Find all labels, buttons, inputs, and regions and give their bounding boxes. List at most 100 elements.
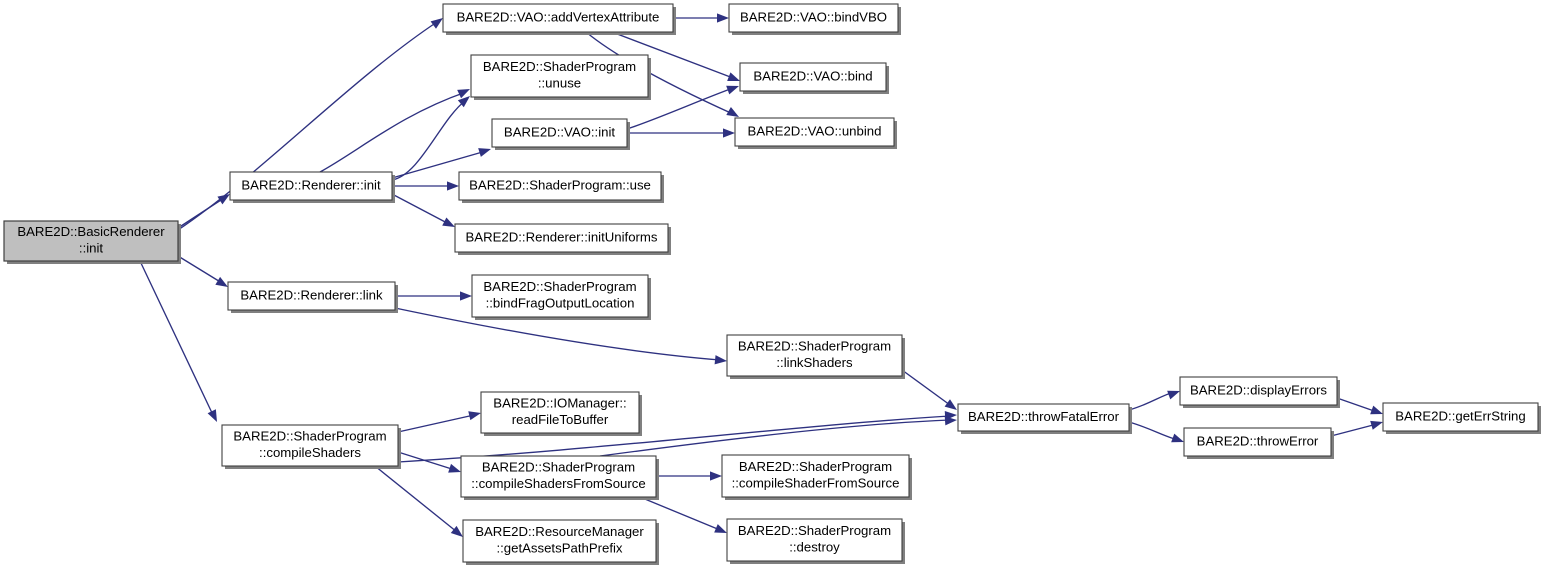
arrowhead-icon xyxy=(457,96,470,108)
call-edge xyxy=(901,369,957,410)
graph-node-bindFragOutputLocation[interactable]: BARE2D::ShaderProgram::bindFragOutputLoc… xyxy=(471,274,651,320)
arrowhead-icon xyxy=(714,355,727,365)
node-box[interactable] xyxy=(1382,402,1539,432)
node-box[interactable] xyxy=(1179,376,1338,406)
graph-node-linkShaders[interactable]: BARE2D::ShaderProgram::linkShaders xyxy=(726,334,905,379)
arrowhead-icon xyxy=(944,416,957,426)
graph-node-getErrString[interactable]: BARE2D::getErrString xyxy=(1382,402,1541,434)
arrowhead-icon xyxy=(442,217,455,227)
arrowhead-icon xyxy=(1370,405,1383,415)
edge-line xyxy=(1330,423,1378,437)
graph-node-shaderProgramUnuse[interactable]: BARE2D::ShaderProgram::unuse xyxy=(470,54,651,100)
edge-line xyxy=(901,369,951,406)
call-edge xyxy=(392,181,459,191)
arrowhead-icon xyxy=(723,128,735,138)
graph-node-basicRendererInit[interactable]: BARE2D::BasicRenderer::init xyxy=(3,220,181,264)
graph-node-vaoInit[interactable]: BARE2D::VAO::init xyxy=(491,118,630,150)
graph-node-throwError[interactable]: BARE2D::throwError xyxy=(1183,427,1334,459)
edge-line xyxy=(639,496,721,531)
graph-node-shaderProgramUse[interactable]: BARE2D::ShaderProgram::use xyxy=(458,171,664,203)
node-label: BARE2D::Renderer::init xyxy=(241,177,381,192)
node-box[interactable] xyxy=(454,223,669,253)
edge-line xyxy=(1128,421,1179,441)
graph-node-compileShadersFromSource[interactable]: BARE2D::ShaderProgram::compileShadersFro… xyxy=(460,455,659,500)
arrowhead-icon xyxy=(1370,420,1383,430)
graph-node-throwFatalError[interactable]: BARE2D::throwFatalError xyxy=(957,403,1132,434)
arrowhead-icon xyxy=(714,524,727,533)
call-edge xyxy=(139,260,217,422)
graph-node-addVertexAttribute[interactable]: BARE2D::VAO::addVertexAttribute xyxy=(442,3,676,35)
node-box[interactable] xyxy=(726,518,903,562)
call-edge xyxy=(1330,420,1383,437)
node-box[interactable] xyxy=(3,220,179,262)
graph-node-readFileToBuffer[interactable]: BARE2D::IOManager::readFileToBuffer xyxy=(480,391,642,436)
node-label: ::bindFragOutputLocation xyxy=(486,296,635,311)
node-label: BARE2D::getErrString xyxy=(1395,408,1525,423)
node-box[interactable] xyxy=(1183,427,1332,457)
call-edge xyxy=(611,31,740,81)
arrowhead-icon xyxy=(460,291,472,301)
arrowhead-icon xyxy=(468,411,481,421)
node-box[interactable] xyxy=(480,391,640,434)
call-edge xyxy=(391,193,455,227)
graph-node-rendererInitUniforms[interactable]: BARE2D::Renderer::initUniforms xyxy=(454,223,671,255)
node-box[interactable] xyxy=(721,454,910,498)
call-edge xyxy=(374,465,463,537)
arrowhead-icon xyxy=(726,107,739,117)
graph-node-rendererLink[interactable]: BARE2D::Renderer::link xyxy=(227,281,398,313)
graph-node-shaderProgramDestroy[interactable]: BARE2D::ShaderProgram::destroy xyxy=(726,518,905,564)
node-box[interactable] xyxy=(734,117,895,147)
edge-line xyxy=(1336,397,1378,413)
node-box[interactable] xyxy=(491,118,628,148)
node-label: ::unuse xyxy=(538,76,581,91)
graph-node-vaoUnbind[interactable]: BARE2D::VAO::unbind xyxy=(734,117,897,149)
graph-node-compileShaderFromSource[interactable]: BARE2D::ShaderProgram::compileShaderFrom… xyxy=(721,454,912,500)
graph-node-getAssetsPathPrefix[interactable]: BARE2D::ResourceManager::getAssetsPathPr… xyxy=(462,519,659,565)
graph-node-displayErrors[interactable]: BARE2D::displayErrors xyxy=(1179,376,1340,408)
node-box[interactable] xyxy=(460,455,657,498)
node-box[interactable] xyxy=(221,424,399,467)
node-label: BARE2D::VAO::bindVBO xyxy=(740,9,887,24)
arrowhead-icon xyxy=(207,409,217,422)
call-edge xyxy=(599,416,957,457)
node-label: ::destroy xyxy=(789,540,840,555)
graph-node-rendererInit[interactable]: BARE2D::Renderer::init xyxy=(229,171,395,203)
node-box[interactable] xyxy=(227,281,396,311)
edge-line xyxy=(177,197,225,229)
node-box[interactable] xyxy=(726,334,903,377)
call-edge xyxy=(395,291,472,301)
call-edge xyxy=(391,96,470,181)
arrowhead-icon xyxy=(727,72,740,81)
node-box[interactable] xyxy=(462,519,657,563)
node-box[interactable] xyxy=(739,62,887,92)
node-box[interactable] xyxy=(229,171,393,201)
node-label: BARE2D::ShaderProgram::use xyxy=(469,177,651,192)
edges-layer xyxy=(139,13,1383,537)
edge-line xyxy=(599,419,951,457)
edge-line xyxy=(391,193,450,225)
edge-line xyxy=(626,87,734,130)
node-box[interactable] xyxy=(957,403,1130,432)
edge-line xyxy=(397,414,475,433)
node-box[interactable] xyxy=(470,54,649,98)
node-box[interactable] xyxy=(458,171,662,201)
edge-line xyxy=(374,465,458,533)
node-box[interactable] xyxy=(728,3,899,33)
call-edge xyxy=(673,13,729,23)
node-box[interactable] xyxy=(442,3,674,33)
node-label: BARE2D::throwError xyxy=(1197,433,1319,448)
arrowhead-icon xyxy=(944,399,957,410)
node-box[interactable] xyxy=(471,274,649,318)
graph-node-vaoBind[interactable]: BARE2D::VAO::bind xyxy=(739,62,889,94)
node-label: ::linkShaders xyxy=(776,355,853,370)
graph-node-bindVBO[interactable]: BARE2D::VAO::bindVBO xyxy=(728,3,901,35)
node-label: ::getAssetsPathPrefix xyxy=(496,541,622,556)
node-label: ::init xyxy=(79,241,104,256)
node-label: BARE2D::Renderer::initUniforms xyxy=(465,229,657,244)
edge-line xyxy=(177,255,223,284)
call-edge xyxy=(1336,397,1383,415)
node-label: readFileToBuffer xyxy=(512,412,609,427)
graph-node-compileShaders[interactable]: BARE2D::ShaderProgram::compileShaders xyxy=(221,424,401,469)
